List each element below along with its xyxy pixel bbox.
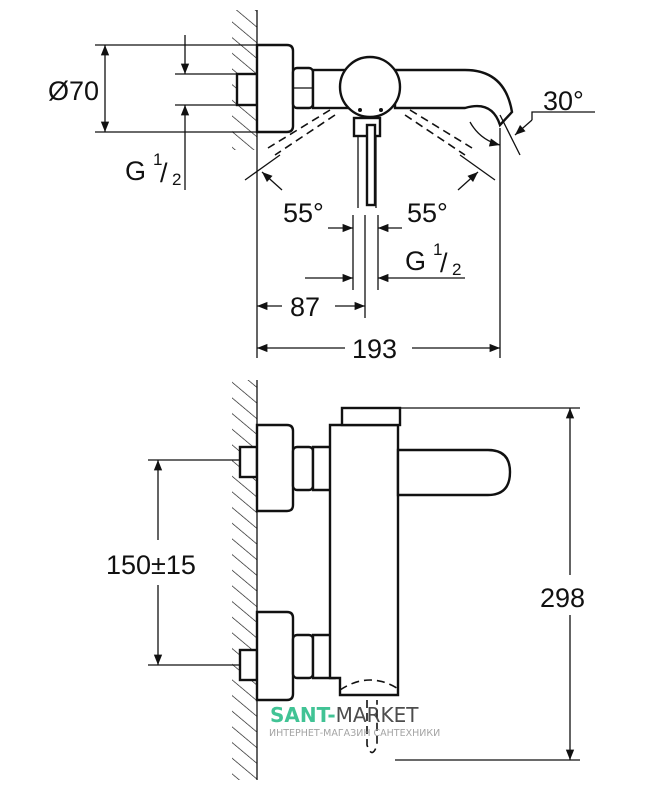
dim-87: 87	[290, 292, 320, 322]
lower-flange	[255, 610, 295, 702]
angle-right-label: 55°	[407, 198, 448, 228]
svg-text:1: 1	[153, 150, 162, 169]
pipe-stub	[235, 72, 259, 107]
dim-spacing: 150±15	[106, 550, 196, 580]
side-handle	[396, 448, 512, 497]
svg-text:SANT-MARKET: SANT-MARKET	[270, 703, 419, 727]
svg-text:G: G	[405, 246, 426, 276]
handle-knob	[338, 55, 402, 119]
angle-left-label: 55°	[283, 198, 324, 228]
watermark: SANT-MARKET ИНТЕРНЕТ-МАГАЗИН САНТЕХНИКИ	[269, 703, 440, 739]
diameter-label: Ø70	[48, 76, 99, 106]
thread-bottom-label: G 1 / 2	[405, 240, 461, 279]
top-cap	[340, 406, 402, 427]
watermark-dark: MARKET	[336, 703, 420, 727]
dim-193: 193	[352, 334, 397, 364]
watermark-tagline: ИНТЕРНЕТ-МАГАЗИН САНТЕХНИКИ	[269, 728, 440, 739]
svg-text:1: 1	[433, 240, 442, 259]
mixer-body	[328, 423, 400, 697]
watermark-green: SANT-	[270, 703, 336, 727]
svg-text:2: 2	[452, 260, 461, 279]
svg-text:2: 2	[172, 170, 181, 189]
svg-text:/: /	[440, 248, 448, 278]
upper-flange	[255, 423, 295, 513]
thread-left-label: G 1 / 2	[125, 150, 181, 189]
svg-text:/: /	[160, 158, 168, 188]
svg-text:G: G	[125, 156, 146, 186]
top-view: 30° Ø70 G 1 / 2 55° 55° G 1 / 2	[48, 10, 595, 364]
dim-height: 298	[540, 583, 585, 613]
wall-flange	[255, 43, 295, 134]
side-view: 150±15 298	[106, 380, 585, 780]
spout	[393, 68, 514, 128]
wall-hatch-side	[232, 380, 257, 780]
spout-angle-label: 30°	[543, 86, 584, 116]
